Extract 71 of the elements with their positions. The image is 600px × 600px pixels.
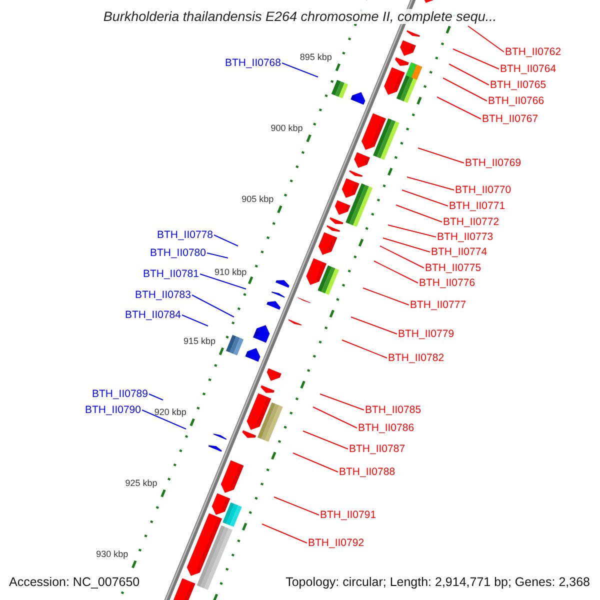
leader-line bbox=[342, 340, 388, 358]
gene-label: BTH_II0777 bbox=[410, 299, 466, 311]
gene-label: BTH_II0764 bbox=[500, 63, 556, 75]
gene-label: BTH_II0775 bbox=[425, 262, 482, 274]
gene-label: BTH_II0790 bbox=[84, 404, 141, 416]
gene-label: BTH_II0770 bbox=[455, 184, 512, 196]
leader-line bbox=[312, 406, 358, 428]
leader-line bbox=[468, 26, 504, 52]
topology-text: Topology: circular; Length: 2,914,771 bp; Genes: 2,368 bbox=[286, 575, 590, 589]
gene-label: BTH_II0768 bbox=[224, 57, 281, 69]
scale-label: 920 kbp bbox=[154, 407, 186, 418]
scale-label: 915 kbp bbox=[183, 336, 216, 346]
scale-label: 910 kbp bbox=[214, 267, 247, 278]
gene-label: BTH_II0788 bbox=[339, 466, 396, 478]
scale-label: 900 kbp bbox=[270, 123, 303, 134]
gene-label: BTH_II0778 bbox=[156, 229, 213, 241]
scale-label: 905 kbp bbox=[242, 194, 274, 204]
gene-label: BTH_II0792 bbox=[308, 537, 364, 549]
gene-label: BTH_II0783 bbox=[134, 289, 191, 301]
leader-line bbox=[148, 394, 164, 400]
leader-line bbox=[214, 234, 238, 246]
leader-line bbox=[350, 316, 398, 334]
leader-line bbox=[406, 176, 454, 190]
gene-label: BTH_II0786 bbox=[358, 422, 414, 434]
leader-line bbox=[374, 260, 418, 284]
scale-label: 930 kbp bbox=[96, 549, 128, 560]
leader-line bbox=[182, 314, 208, 326]
gene-label: BTH_II0772 bbox=[443, 216, 500, 228]
gene-label: BTH_II0769 bbox=[465, 157, 522, 169]
leader-line bbox=[396, 204, 442, 222]
leader-line bbox=[282, 62, 318, 78]
leader-line bbox=[320, 394, 364, 410]
gene-label: BTH_II0789 bbox=[92, 388, 148, 400]
gene-label: BTH_II0776 bbox=[419, 277, 476, 289]
leader-line bbox=[452, 48, 500, 70]
leader-line bbox=[418, 148, 464, 164]
scale-label: 895 kbp bbox=[300, 52, 332, 62]
leader-line bbox=[362, 288, 410, 306]
leader-line bbox=[192, 294, 234, 318]
leader-line bbox=[388, 224, 436, 238]
gene-label: BTH_II0779 bbox=[398, 328, 454, 340]
leader-line bbox=[380, 246, 424, 268]
leader-line bbox=[200, 274, 246, 290]
gene-label: BTH_II0785 bbox=[365, 404, 422, 416]
leader-line bbox=[448, 64, 490, 86]
gene-label: BTH_II0771 bbox=[449, 200, 506, 212]
leader-line bbox=[292, 452, 338, 472]
leader-line bbox=[402, 190, 448, 206]
gene-label: BTH_II0781 bbox=[142, 268, 199, 280]
leader-line bbox=[302, 430, 348, 450]
scale-label: 925 kbp bbox=[125, 478, 158, 488]
leader-line bbox=[274, 496, 320, 516]
leader-line bbox=[436, 96, 482, 120]
gene-label: BTH_II0767 bbox=[482, 113, 538, 125]
gene-label: BTH_II0762 bbox=[505, 46, 562, 58]
leader-line bbox=[142, 410, 186, 430]
gene-label: BTH_II0765 bbox=[490, 79, 546, 91]
leader-line bbox=[442, 78, 488, 102]
map-title: Burkholderia thailandensis E264 chromosome II, complete sequ... bbox=[103, 9, 497, 24]
gene-label: BTH_II0780 bbox=[150, 247, 206, 259]
gene-label: BTH_II0766 bbox=[488, 95, 544, 107]
accession-text: Accession: NC_007650 bbox=[9, 575, 140, 589]
gene-label: BTH_II0784 bbox=[124, 309, 181, 321]
gene-label: BTH_II0787 bbox=[349, 443, 406, 455]
leader-line bbox=[206, 252, 228, 258]
gene-label: BTH_II0782 bbox=[388, 352, 444, 364]
gene-label: BTH_II0774 bbox=[431, 246, 488, 258]
gene-label: BTH_II0791 bbox=[320, 509, 376, 521]
leader-line bbox=[382, 238, 430, 252]
gene-label: BTH_II0773 bbox=[437, 231, 494, 243]
leader-line bbox=[262, 524, 308, 544]
